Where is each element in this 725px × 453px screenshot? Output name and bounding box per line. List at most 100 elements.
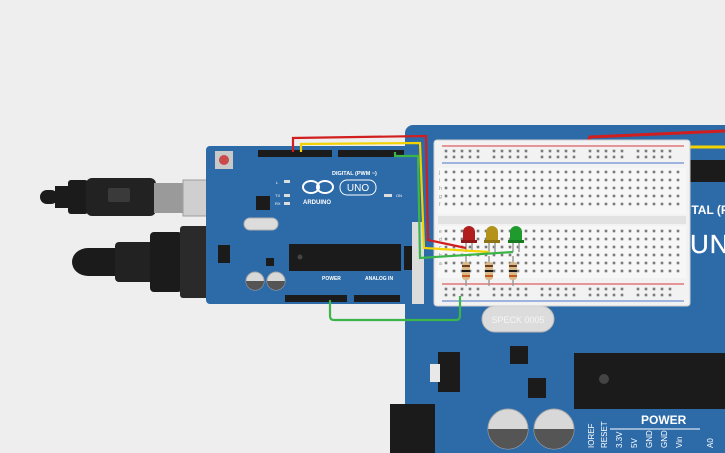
breadboard-hole[interactable] <box>652 293 656 297</box>
breadboard-hole[interactable] <box>540 261 544 265</box>
breadboard-hole[interactable] <box>444 287 448 291</box>
breadboard-hole[interactable] <box>540 149 544 153</box>
breadboard-hole[interactable] <box>516 269 520 273</box>
breadboard-hole[interactable] <box>572 186 576 190</box>
breadboard-hole[interactable] <box>604 253 608 257</box>
breadboard-hole[interactable] <box>644 149 648 153</box>
breadboard-hole[interactable] <box>516 178 520 182</box>
breadboard-hole[interactable] <box>524 178 528 182</box>
breadboard-hole[interactable] <box>620 155 624 159</box>
breadboard-hole[interactable] <box>676 202 680 206</box>
digital-header-right[interactable] <box>338 150 404 157</box>
breadboard-hole[interactable] <box>668 149 672 153</box>
breadboard-hole[interactable] <box>644 194 648 198</box>
breadboard-hole[interactable] <box>492 287 496 291</box>
breadboard-hole[interactable] <box>620 287 624 291</box>
breadboard-hole[interactable] <box>668 186 672 190</box>
breadboard-hole[interactable] <box>588 269 592 273</box>
breadboard-hole[interactable] <box>596 253 600 257</box>
breadboard-hole[interactable] <box>468 155 472 159</box>
breadboard-hole[interactable] <box>468 202 472 206</box>
breadboard-hole[interactable] <box>668 245 672 249</box>
breadboard-hole[interactable] <box>540 237 544 241</box>
breadboard-hole[interactable] <box>524 202 528 206</box>
breadboard-hole[interactable] <box>444 186 448 190</box>
breadboard-hole[interactable] <box>612 202 616 206</box>
breadboard-hole[interactable] <box>524 287 528 291</box>
breadboard-hole[interactable] <box>444 194 448 198</box>
breadboard-hole[interactable] <box>476 149 480 153</box>
breadboard-hole[interactable] <box>620 253 624 257</box>
breadboard-hole[interactable] <box>668 269 672 273</box>
resistor-3[interactable] <box>509 256 517 286</box>
breadboard-hole[interactable] <box>556 155 560 159</box>
breadboard-hole[interactable] <box>548 287 552 291</box>
breadboard-hole[interactable] <box>524 155 528 159</box>
breadboard-hole[interactable] <box>620 194 624 198</box>
breadboard-hole[interactable] <box>540 287 544 291</box>
breadboard-hole[interactable] <box>580 178 584 182</box>
breadboard-hole[interactable] <box>468 293 472 297</box>
breadboard-hole[interactable] <box>620 186 624 190</box>
breadboard-hole[interactable] <box>516 186 520 190</box>
breadboard-hole[interactable] <box>476 186 480 190</box>
breadboard-hole[interactable] <box>532 245 536 249</box>
breadboard-hole[interactable] <box>596 261 600 265</box>
breadboard-hole[interactable] <box>516 253 520 257</box>
breadboard-hole[interactable] <box>556 261 560 265</box>
breadboard-hole[interactable] <box>508 245 512 249</box>
breadboard-hole[interactable] <box>644 287 648 291</box>
breadboard-hole[interactable] <box>660 194 664 198</box>
breadboard-hole[interactable] <box>588 229 592 233</box>
breadboard-hole[interactable] <box>524 293 528 297</box>
green-led[interactable] <box>508 226 524 252</box>
breadboard-hole[interactable] <box>540 293 544 297</box>
arduino-uno-board[interactable]: DIGITAL (PWM ~) ARDUINO UNO L TX RX ON <box>206 146 424 304</box>
breadboard-hole[interactable] <box>636 287 640 291</box>
breadboard-hole[interactable] <box>596 202 600 206</box>
breadboard-hole[interactable] <box>628 178 632 182</box>
breadboard-hole[interactable] <box>652 253 656 257</box>
breadboard-hole[interactable] <box>508 194 512 198</box>
breadboard-hole[interactable] <box>548 178 552 182</box>
breadboard-hole[interactable] <box>476 202 480 206</box>
breadboard-hole[interactable] <box>572 293 576 297</box>
breadboard-hole[interactable] <box>580 186 584 190</box>
breadboard-hole[interactable] <box>556 293 560 297</box>
breadboard-hole[interactable] <box>628 194 632 198</box>
breadboard-hole[interactable] <box>492 269 496 273</box>
breadboard-hole[interactable] <box>532 194 536 198</box>
breadboard-hole[interactable] <box>564 237 568 241</box>
breadboard-hole[interactable] <box>492 155 496 159</box>
breadboard-hole[interactable] <box>660 170 664 174</box>
breadboard-hole[interactable] <box>596 287 600 291</box>
breadboard-hole[interactable] <box>452 194 456 198</box>
breadboard-hole[interactable] <box>588 178 592 182</box>
breadboard-hole[interactable] <box>508 186 512 190</box>
breadboard-hole[interactable] <box>500 287 504 291</box>
breadboard-hole[interactable] <box>596 186 600 190</box>
breadboard-hole[interactable] <box>476 178 480 182</box>
breadboard-hole[interactable] <box>476 261 480 265</box>
breadboard-hole[interactable] <box>628 253 632 257</box>
breadboard-hole[interactable] <box>596 149 600 153</box>
breadboard-hole[interactable] <box>460 178 464 182</box>
breadboard-hole[interactable] <box>572 229 576 233</box>
breadboard-hole[interactable] <box>524 170 528 174</box>
breadboard-hole[interactable] <box>524 186 528 190</box>
breadboard-hole[interactable] <box>612 253 616 257</box>
breadboard-hole[interactable] <box>492 293 496 297</box>
breadboard-hole[interactable] <box>556 287 560 291</box>
breadboard-hole[interactable] <box>500 178 504 182</box>
breadboard-hole[interactable] <box>588 237 592 241</box>
breadboard-hole[interactable] <box>660 178 664 182</box>
breadboard-hole[interactable] <box>580 170 584 174</box>
breadboard-hole[interactable] <box>612 178 616 182</box>
breadboard-hole[interactable] <box>532 178 536 182</box>
breadboard-hole[interactable] <box>676 170 680 174</box>
breadboard-hole[interactable] <box>500 202 504 206</box>
breadboard-hole[interactable] <box>588 186 592 190</box>
breadboard-hole[interactable] <box>564 253 568 257</box>
breadboard-hole[interactable] <box>668 202 672 206</box>
breadboard-hole[interactable] <box>540 170 544 174</box>
